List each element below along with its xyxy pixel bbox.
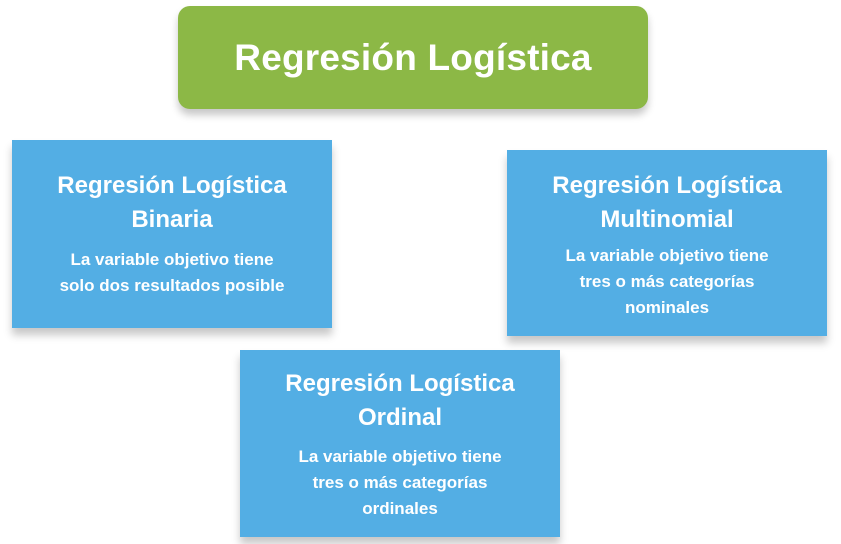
card-multinomial-logistic-regression: Regresión Logística Multinomial La varia… bbox=[507, 150, 827, 336]
card-heading: Regresión Logística Binaria bbox=[12, 169, 332, 237]
card-heading-line: Regresión Logística bbox=[57, 172, 287, 199]
card-description: La variable objetivo tiene tres o más ca… bbox=[240, 444, 560, 522]
card-heading: Regresión Logística Ordinal bbox=[240, 367, 560, 435]
card-heading-line: Binaria bbox=[131, 206, 213, 233]
card-description-line: La variable objetivo tiene bbox=[70, 250, 274, 269]
diagram-title: Regresión Logística bbox=[234, 36, 592, 78]
card-description-line: La variable objetivo tiene bbox=[298, 447, 502, 466]
card-heading-line: Multinomial bbox=[600, 206, 734, 233]
card-binary-logistic-regression: Regresión Logística Binaria La variable … bbox=[12, 140, 332, 328]
title-box: Regresión Logística bbox=[178, 6, 648, 109]
card-description-line: nominales bbox=[624, 298, 710, 317]
card-heading: Regresión Logística Multinomial bbox=[507, 169, 827, 237]
card-description-line: tres o más categorías bbox=[312, 473, 488, 492]
card-description-line: La variable objetivo tiene bbox=[565, 246, 769, 265]
card-heading-line: Regresión Logística bbox=[285, 370, 515, 397]
card-ordinal-logistic-regression: Regresión Logística Ordinal La variable … bbox=[240, 350, 560, 537]
card-description-line: tres o más categorías bbox=[579, 272, 755, 291]
card-description-line: solo dos resultados posible bbox=[59, 276, 285, 295]
card-heading-line: Ordinal bbox=[357, 404, 442, 431]
card-description-line: ordinales bbox=[362, 499, 438, 518]
card-description: La variable objetivo tiene solo dos resu… bbox=[12, 247, 332, 299]
card-heading-line: Regresión Logística bbox=[552, 172, 782, 199]
card-description: La variable objetivo tiene tres o más ca… bbox=[507, 243, 827, 321]
